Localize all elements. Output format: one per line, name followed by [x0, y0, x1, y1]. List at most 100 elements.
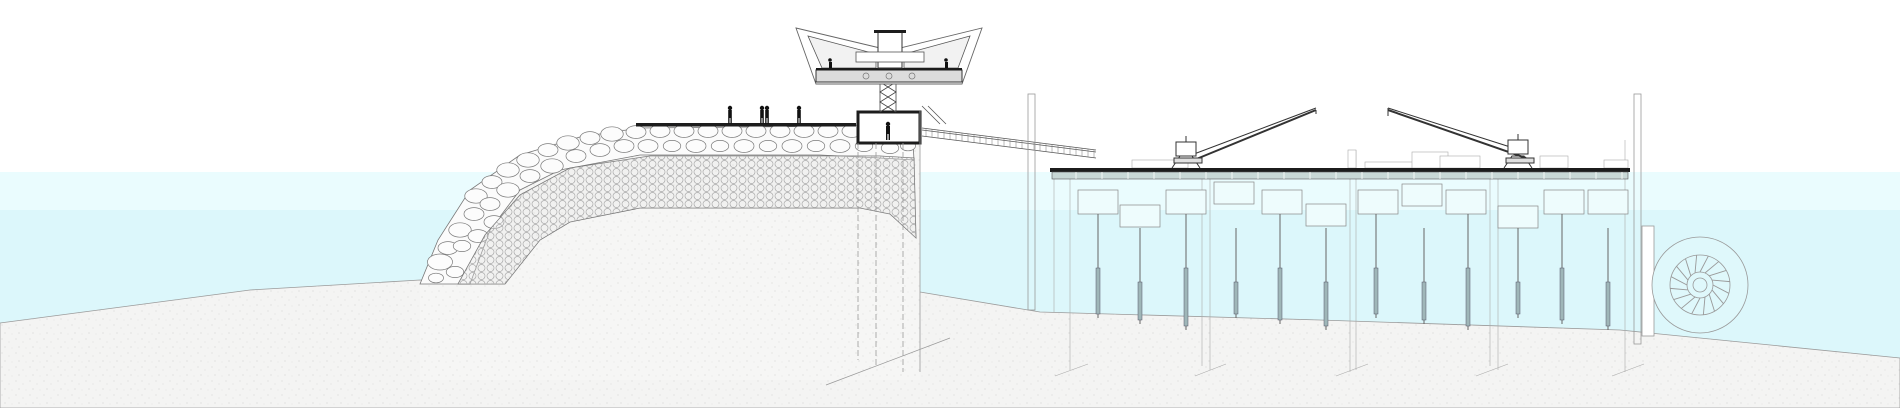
- platform-hull: [1051, 171, 1629, 180]
- boulder: [448, 222, 472, 238]
- turbine-blade: [1711, 289, 1724, 304]
- turbine-blade: [1676, 266, 1689, 281]
- boulder: [817, 124, 839, 138]
- turbine-blade: [1704, 261, 1719, 274]
- boulder: [625, 125, 647, 139]
- gangway-railing: [925, 128, 1095, 158]
- buoyancy-float: [1305, 203, 1347, 227]
- pile-sleeve: [1095, 267, 1101, 315]
- pile-sleeve: [1277, 267, 1283, 321]
- turbine-blade: [1670, 287, 1689, 291]
- boulder: [540, 158, 564, 174]
- boulder: [496, 162, 520, 178]
- pile-sleeve: [1323, 281, 1329, 327]
- turbine-blade: [1711, 279, 1730, 283]
- pile-sleeve: [1233, 281, 1239, 315]
- deck-structures: [1131, 149, 1629, 169]
- land-piles: [857, 143, 904, 372]
- boulder: [613, 139, 635, 153]
- pile-foundations: [1077, 181, 1629, 330]
- boulder: [769, 124, 791, 138]
- boulder: [697, 124, 719, 138]
- boulder: [463, 207, 485, 221]
- boulder: [452, 240, 472, 252]
- buoyancy-float: [1261, 189, 1303, 215]
- turbine-blade: [1702, 296, 1706, 315]
- buoyancy-float: [1587, 189, 1629, 215]
- boulder: [649, 124, 671, 138]
- turbine-blade: [1694, 255, 1698, 274]
- boulder: [516, 152, 540, 168]
- gangway-bridge: [921, 105, 1097, 159]
- boulder: [685, 139, 707, 153]
- turbine-blade: [1670, 276, 1688, 286]
- boulder: [793, 124, 815, 138]
- pile-sleeve: [1515, 281, 1521, 315]
- buoyancy-float: [1165, 189, 1207, 215]
- pile-sleeve: [1421, 281, 1427, 321]
- platform-columns: [1027, 93, 1642, 345]
- buoyancy-float: [1497, 205, 1539, 229]
- boulder: [673, 124, 695, 138]
- boulder: [806, 140, 826, 152]
- turbine-blade: [1699, 255, 1709, 273]
- boulder: [464, 188, 488, 204]
- pile-sleeve: [1465, 267, 1471, 327]
- pedestrian-silhouettes: [727, 105, 802, 124]
- pile-sleeve: [1137, 281, 1143, 321]
- boulder: [637, 139, 659, 153]
- boulder: [537, 143, 559, 157]
- boulder: [579, 131, 601, 145]
- turbine-blade: [1708, 294, 1715, 312]
- boulder: [427, 253, 453, 271]
- platform-deck: [1050, 168, 1630, 172]
- boulder: [733, 139, 755, 153]
- pile-sleeve: [1605, 281, 1611, 327]
- turbine-blade: [1673, 293, 1691, 300]
- platform-structure-lines: [1053, 140, 1645, 377]
- boulder: [589, 143, 611, 157]
- boulder: [721, 124, 743, 138]
- boulder: [710, 140, 730, 152]
- tidal-turbine: [1641, 225, 1749, 337]
- buoyancy-float: [1357, 189, 1399, 215]
- buoyancy-float: [1401, 183, 1443, 207]
- boulder: [662, 140, 682, 152]
- figure-in-entrance: [885, 121, 891, 140]
- boulder: [481, 175, 503, 189]
- turbine-blade: [1709, 270, 1727, 277]
- harbour-crane-left: [1171, 107, 1317, 169]
- boulder: [428, 272, 444, 284]
- boulder: [781, 139, 803, 153]
- observation-pavilion: [795, 27, 983, 85]
- hull-segments: [1075, 172, 1623, 179]
- buoyancy-float: [1543, 189, 1585, 215]
- pile-sleeve: [1373, 267, 1379, 315]
- turbine-blade: [1685, 258, 1692, 276]
- turbine-blade: [1681, 296, 1696, 309]
- boulder: [565, 149, 587, 163]
- turbine-blade: [1712, 284, 1730, 294]
- turbine-blade: [1691, 297, 1701, 315]
- boulder: [745, 124, 767, 138]
- boulder: [758, 140, 778, 152]
- pile-sleeve: [1183, 267, 1189, 327]
- boulder: [445, 266, 465, 278]
- boulder: [519, 169, 541, 183]
- buoyancy-float: [1119, 204, 1161, 228]
- boulder: [556, 135, 580, 151]
- buoyancy-float: [1077, 189, 1119, 215]
- harbour-crane-right: [1387, 107, 1535, 169]
- boulder: [829, 139, 851, 153]
- boulders: [427, 124, 916, 284]
- land-deck: [636, 123, 856, 127]
- boulder: [496, 182, 520, 198]
- cellular-core-layer: [457, 155, 917, 285]
- pile-sleeve: [1559, 267, 1565, 321]
- boulder: [479, 197, 501, 211]
- buoyancy-float: [1213, 181, 1255, 205]
- buoyancy-float: [1445, 189, 1487, 215]
- boulder: [600, 126, 624, 142]
